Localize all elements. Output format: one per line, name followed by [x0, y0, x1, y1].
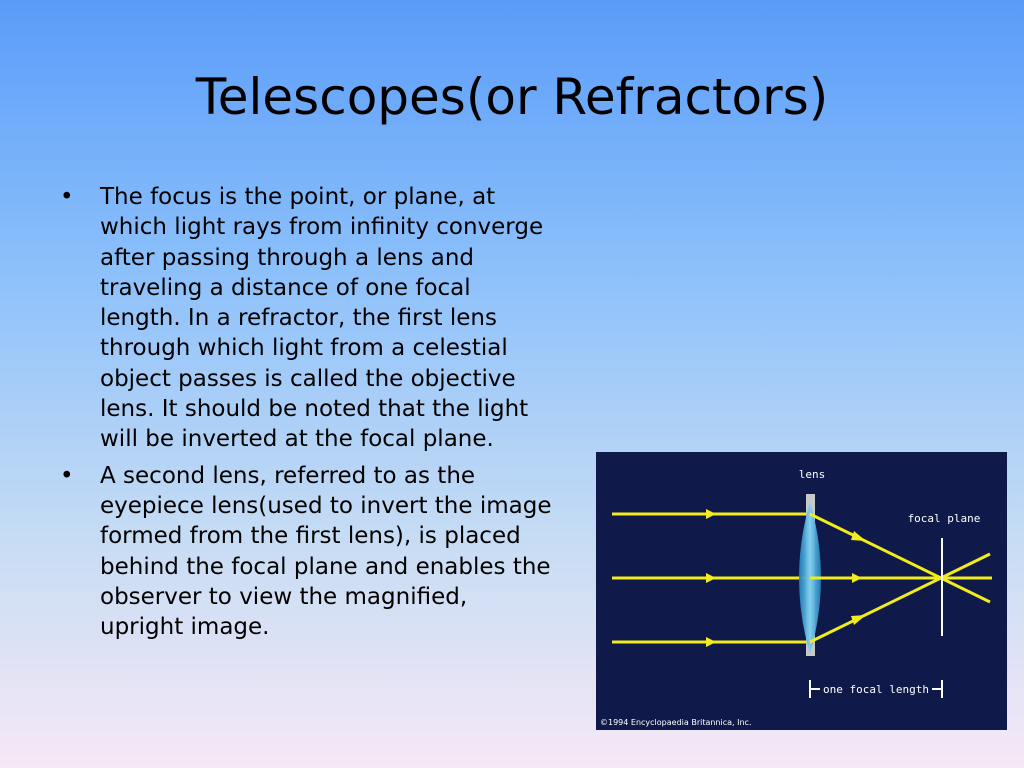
arrowhead-icon	[706, 637, 716, 647]
arrowhead-icon	[851, 531, 866, 541]
bullet-dot-icon: •	[60, 184, 74, 210]
bullet-line: object passes is called the objective	[100, 365, 516, 392]
bullet-line: behind the focal plane and enables the	[100, 553, 551, 580]
bullet-line: will be inverted at the focal plane.	[100, 426, 494, 453]
lens-diagram: lens focal plane one focal length ©1994 …	[596, 452, 1007, 730]
arrowhead-icon	[706, 573, 716, 583]
arrowhead-icon	[852, 573, 862, 583]
bullet-list: • The focus is the point, or plane, at w…	[56, 182, 596, 648]
bullet-line: traveling a distance of one focal	[100, 274, 471, 301]
slide-title: Telescopes(or Refractors)	[195, 68, 829, 126]
lens-label: lens	[799, 468, 826, 481]
bullet-line: length. In a refractor, the first lens	[100, 305, 497, 332]
lens-diagram-svg: lens focal plane one focal length ©1994 …	[600, 468, 992, 727]
ray-top-refracted	[809, 512, 991, 604]
bullet-line: after passing through a lens and	[100, 244, 475, 271]
arrowhead-icon	[851, 615, 866, 625]
bullet-item-focus: • The focus is the point, or plane, at w…	[56, 182, 596, 455]
bullet-line: through which light from a celestial	[100, 335, 508, 362]
bullet-line: upright image.	[100, 614, 270, 641]
bullet-line: lens. It should be noted that the light	[100, 396, 529, 423]
ray-bottom-refracted	[809, 552, 991, 644]
arrowhead-icon	[706, 509, 716, 519]
bullet-item-eyepiece: • A second lens, referred to as the eyep…	[56, 461, 596, 643]
bullet-line: A second lens, referred to as the	[100, 462, 476, 489]
focal-length-label: one focal length	[823, 683, 929, 696]
bullet-line: formed from the first lens), is placed	[100, 523, 521, 550]
bullet-dot-icon: •	[60, 462, 74, 489]
bullet-line: The focus is the point, or plane, at	[100, 184, 496, 210]
copyright-credit: ©1994 Encyclopaedia Britannica, Inc.	[600, 718, 751, 727]
focal-plane-label: focal plane	[908, 512, 981, 525]
bullet-line: eyepiece lens(used to invert the image	[100, 492, 552, 519]
bullet-line: observer to view the magnified,	[100, 583, 468, 610]
bullet-line: which light rays from infinity converge	[100, 214, 544, 241]
